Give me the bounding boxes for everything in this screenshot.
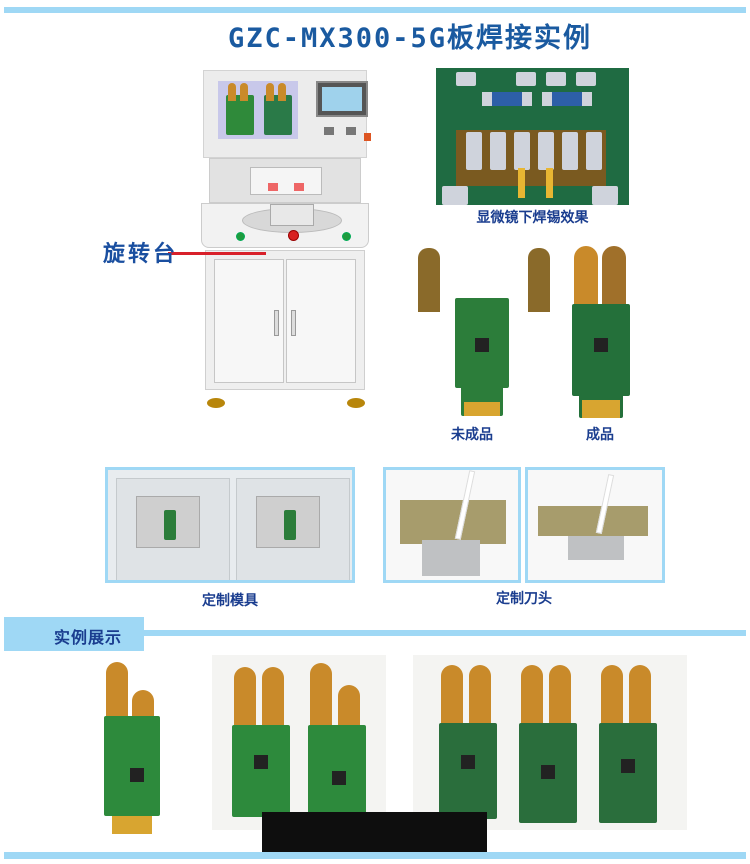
redaction-block	[262, 812, 487, 852]
unfinished-flex-cable	[418, 248, 440, 312]
unfinished-pcb	[455, 298, 509, 416]
section-header-bar	[144, 630, 746, 636]
welding-head-assembly	[209, 158, 361, 203]
rotary-table	[201, 203, 369, 248]
machine-top-panel	[203, 70, 371, 158]
machine-cabinet	[205, 250, 365, 390]
monitor-screen	[218, 81, 298, 139]
emergency-stop-button	[288, 230, 299, 241]
showcase-product-2	[212, 655, 386, 830]
unfinished-caption: 未成品	[451, 427, 493, 443]
custom-fixture-caption: 定制模具	[202, 593, 258, 609]
callout-line	[168, 252, 266, 255]
section-title: 实例展示	[54, 628, 123, 647]
page-title: GZC-MX300-5G板焊接实例	[227, 23, 593, 54]
machine-image	[195, 68, 375, 418]
section-header-tab	[4, 617, 144, 651]
top-accent-bar	[4, 7, 746, 13]
bottom-accent-bar	[4, 852, 746, 859]
unfinished-flex-cable-2	[528, 248, 550, 312]
start-button-right	[342, 232, 351, 241]
tool-head-photo-2	[525, 467, 665, 583]
tool-head-photo-1	[383, 467, 521, 583]
microscope-photo	[436, 68, 629, 205]
finished-caption: 成品	[586, 427, 614, 443]
rotary-table-label: 旋转台	[103, 242, 179, 267]
touch-screen	[316, 81, 368, 117]
finished-pcb	[572, 246, 630, 418]
showcase-product-3	[413, 655, 687, 830]
showcase-product-1	[100, 662, 162, 834]
custom-fixture-photo	[105, 467, 355, 583]
microscope-caption: 显微镜下焊锡效果	[476, 210, 589, 226]
start-button-left	[236, 232, 245, 241]
custom-tool-head-caption: 定制刀头	[496, 591, 552, 607]
